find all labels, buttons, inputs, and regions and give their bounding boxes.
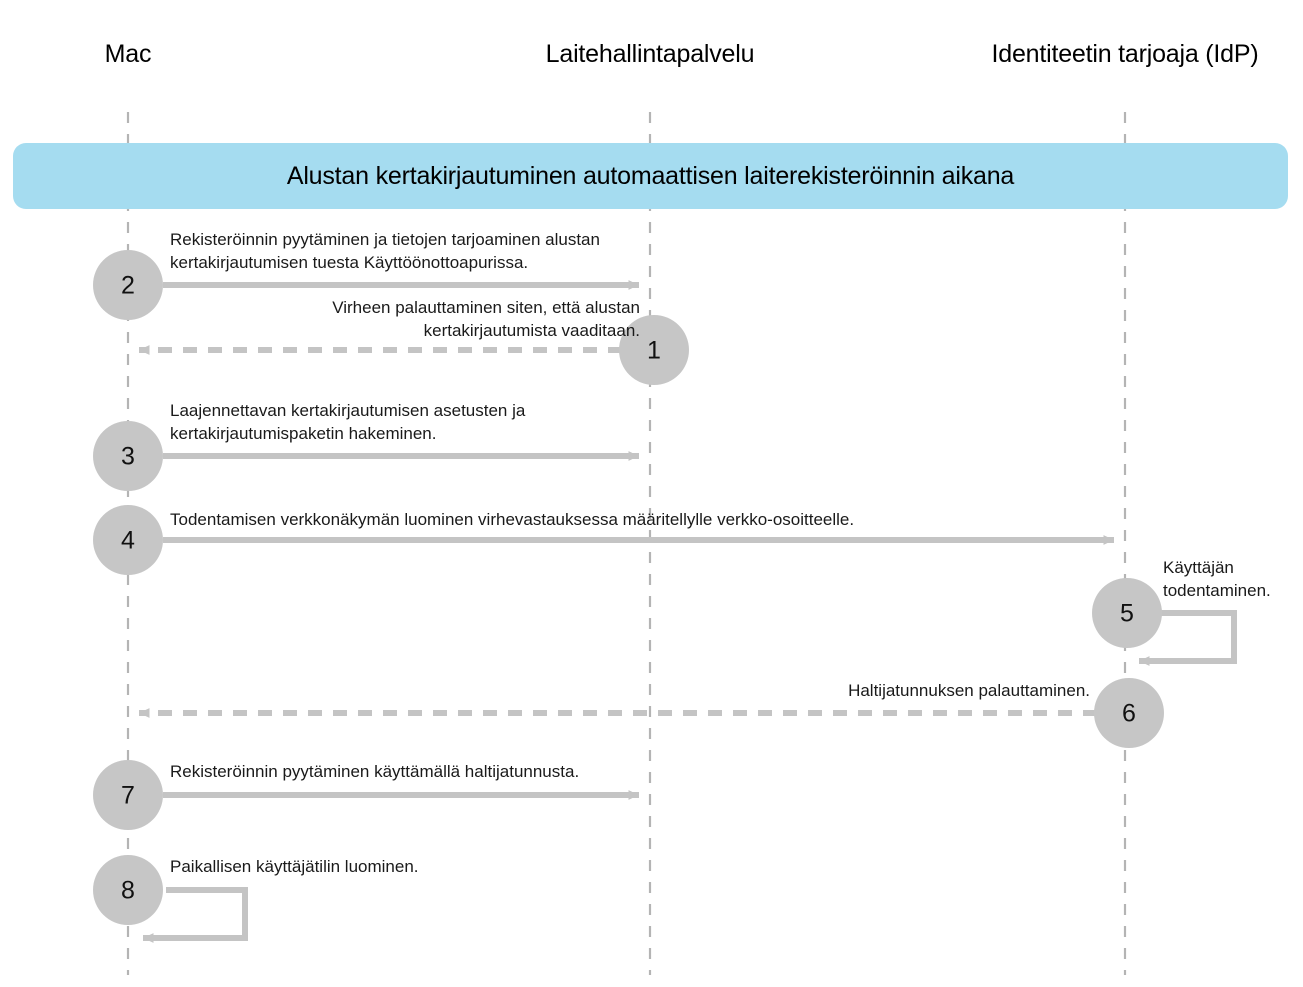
step-marker-2 <box>93 250 163 320</box>
lane-header-mac: Mac <box>104 40 152 68</box>
step-label-3: Laajennettavan kertakirjautumisen asetus… <box>170 401 526 443</box>
step-marker-3 <box>93 421 163 491</box>
step-marker-8 <box>93 855 163 925</box>
phase-banner-label: Alustan kertakirjautuminen automaattisen… <box>286 161 1015 190</box>
arrow-step-5-self-loop <box>1139 610 1237 666</box>
step-marker-4 <box>93 505 163 575</box>
step-marker-1 <box>619 315 689 385</box>
arrow-step-8-self-loop <box>143 887 248 943</box>
lane-header-identity-provider: Identiteetin tarjoaja (IdP) <box>991 40 1259 68</box>
step-marker-7 <box>93 760 163 830</box>
step-label-4: Todentamisen verkkonäkymän luominen virh… <box>170 510 855 529</box>
step-label-6: Haltijatunnuksen palauttaminen. <box>848 681 1090 700</box>
step-label-5: Käyttäjän todentaminen. <box>1163 558 1271 600</box>
step-marker-5 <box>1092 578 1162 648</box>
step-marker-6 <box>1094 678 1164 748</box>
step-label-8: Paikallisen käyttäjätilin luominen. <box>170 857 419 876</box>
lane-header-device-management-service: Laitehallintapalvelu <box>545 40 755 68</box>
phase-banner: Alustan kertakirjautuminen automaattisen… <box>13 143 1288 209</box>
step-label-2: Rekisteröinnin pyytäminen ja tietojen ta… <box>170 230 600 272</box>
step-label-7: Rekisteröinnin pyytäminen käyttämällä ha… <box>170 762 580 781</box>
step-label-1: Virheen palauttaminen siten, että alusta… <box>332 298 640 340</box>
